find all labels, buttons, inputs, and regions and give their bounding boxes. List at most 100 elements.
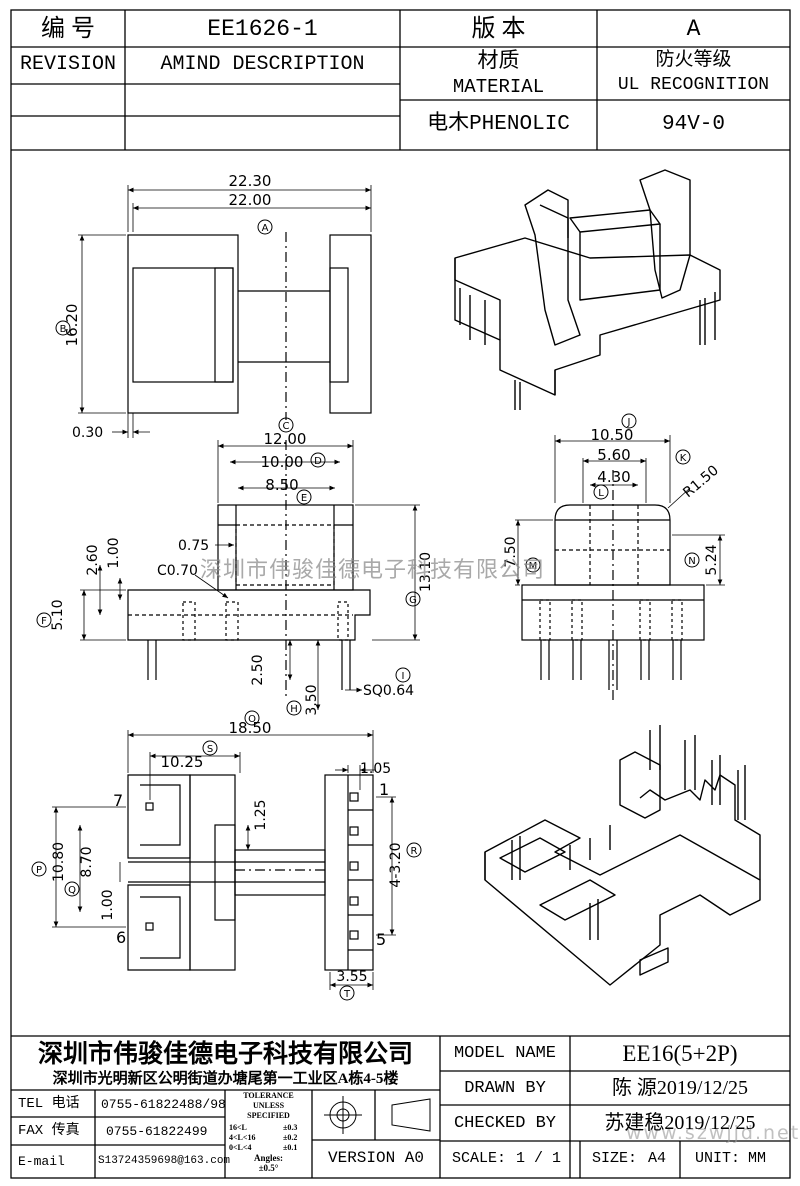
dim-front-2-60: 2.60 [85, 544, 101, 575]
dim-bottom-10-80: 10.80 [51, 842, 67, 882]
marker-b-label: B [60, 324, 67, 335]
dim-top-22-30: 22.30 [229, 172, 272, 190]
dim-front-c0-70: C0.70 [157, 563, 198, 579]
marker-n-label: N [688, 556, 695, 567]
top-view [78, 185, 372, 438]
unit-value: MM [748, 1150, 767, 1167]
description-label: AMIND DESCRIPTION [160, 53, 365, 76]
unit-label: UNIT: [695, 1150, 741, 1167]
pin-label-1: 1 [379, 780, 389, 799]
version-label: 版 本 [471, 16, 526, 42]
dim-bottom-10-25: 10.25 [161, 753, 204, 771]
material-value: 电木PHENOLIC [427, 113, 570, 136]
angles-value: ±0.5° [258, 1163, 279, 1173]
dim-bottom-4-3-20: 4-3.20 [388, 842, 404, 887]
scale-value: 1 / 1 [516, 1150, 562, 1167]
dim-top-16-20: 16.20 [63, 304, 81, 347]
marker-d [310, 452, 326, 468]
version-value-a0: VERSION A0 [327, 1149, 424, 1167]
dim-bottom-18-50: 18.50 [229, 719, 272, 737]
footer-watermark: www.szwjjd.net [626, 1122, 800, 1144]
watermark: 深圳市伟骏佳德电子科技有限公司 [200, 558, 546, 583]
revision-label: REVISION [19, 53, 116, 76]
dim-front-sq0-64: SQ0.64 [363, 683, 414, 699]
iso-view-bottom [484, 725, 761, 986]
marker-p [31, 861, 47, 877]
marker-r [406, 842, 422, 858]
dim-bottom-3-55: 3.55 [336, 969, 367, 985]
marker-t [339, 985, 355, 1001]
number-value: EE1626-1 [207, 16, 318, 42]
company-address: 深圳市光明新区公明街道办塘尾第一工业区A栋4-5楼 [52, 1071, 399, 1087]
dim-side-4-30: 4.30 [597, 468, 630, 486]
marker-e-label: E [301, 493, 307, 504]
dim-side-5-24: 5.24 [704, 544, 720, 575]
marker-k [675, 449, 691, 465]
marker-s-label: S [207, 744, 213, 755]
marker-d-label: D [314, 456, 322, 467]
checked-label: CHECKED BY [453, 1114, 557, 1133]
dim-top-22-00: 22.00 [229, 191, 272, 209]
dim-front-1-00: 1.00 [106, 537, 122, 568]
iso-view-top [454, 169, 721, 410]
dim-bottom-1-05: 1.05 [360, 761, 391, 777]
pin-label-5: 5 [376, 930, 386, 949]
tolerance-range-1: 16<L [229, 1123, 247, 1132]
marker-o-label: O [248, 714, 256, 725]
marker-o [244, 710, 260, 726]
marker-l-label: L [598, 488, 604, 499]
marker-b [55, 320, 71, 336]
marker-h [286, 700, 302, 716]
marker-a [257, 219, 273, 235]
marker-l [593, 484, 609, 500]
marker-j [621, 413, 637, 429]
marker-m [525, 557, 541, 573]
dim-front-5-10: 5.10 [50, 599, 66, 630]
scale-label: SCALE: [452, 1150, 507, 1167]
dim-side-7-50: 7.50 [503, 536, 519, 567]
bottom-view [52, 730, 396, 990]
tolerance-range-3: 0<L<4 [229, 1143, 252, 1152]
fax-label: FAX 传真 [18, 1123, 80, 1139]
dim-side-r1-50: R1.50 [680, 463, 722, 502]
tolerance-title: TOLERANCE [243, 1091, 294, 1100]
marker-r-label: R [411, 846, 418, 857]
email-label: E-mail [18, 1154, 65, 1169]
marker-i [395, 667, 411, 683]
drawn-value: 陈 源2019/12/25 [611, 1077, 749, 1099]
fire-label-en: UL RECOGNITION [617, 75, 770, 95]
pin-label-7: 7 [113, 791, 123, 810]
marker-q-label: Q [68, 885, 76, 896]
dim-side-10-50: 10.50 [591, 426, 634, 444]
material-label-en: MATERIAL [452, 76, 545, 98]
marker-t-label: T [343, 989, 351, 1000]
fire-label-cn: 防火等级 [655, 49, 732, 70]
marker-q [64, 881, 80, 897]
marker-p-label: P [36, 865, 42, 876]
tolerance-specified: SPECIFIED [247, 1111, 290, 1120]
version-value: A [686, 16, 701, 42]
model-label: MODEL NAME [453, 1044, 557, 1063]
dim-top-0-30: 0.30 [72, 425, 103, 441]
checked-value: 苏建稳2019/12/25 [604, 1112, 756, 1134]
tolerance-unless: UNLESS [252, 1101, 285, 1110]
dim-bottom-8-70: 8.70 [79, 846, 95, 877]
marker-g [405, 591, 421, 607]
size-label: SIZE: [592, 1150, 638, 1167]
marker-m-label: M [529, 561, 538, 572]
dim-front-3-50: 3.50 [304, 684, 320, 715]
model-value: EE16(5+2P) [622, 1041, 738, 1066]
tel-value: 0755-61822488/98 [101, 1097, 226, 1112]
marker-h-label: H [290, 704, 298, 715]
marker-s [202, 740, 218, 756]
dim-front-2-50: 2.50 [250, 654, 266, 685]
marker-g-label: G [409, 595, 417, 606]
fire-value: 94V-0 [661, 113, 725, 136]
tel-label: TEL 电话 [18, 1096, 80, 1112]
fax-value: 0755-61822499 [106, 1124, 208, 1139]
tolerance-value-1: ±0.3 [283, 1123, 298, 1132]
material-label-cn: 材质 [477, 48, 520, 72]
dim-front-12-00: 12.00 [264, 430, 307, 448]
marker-f-label: F [41, 616, 47, 627]
